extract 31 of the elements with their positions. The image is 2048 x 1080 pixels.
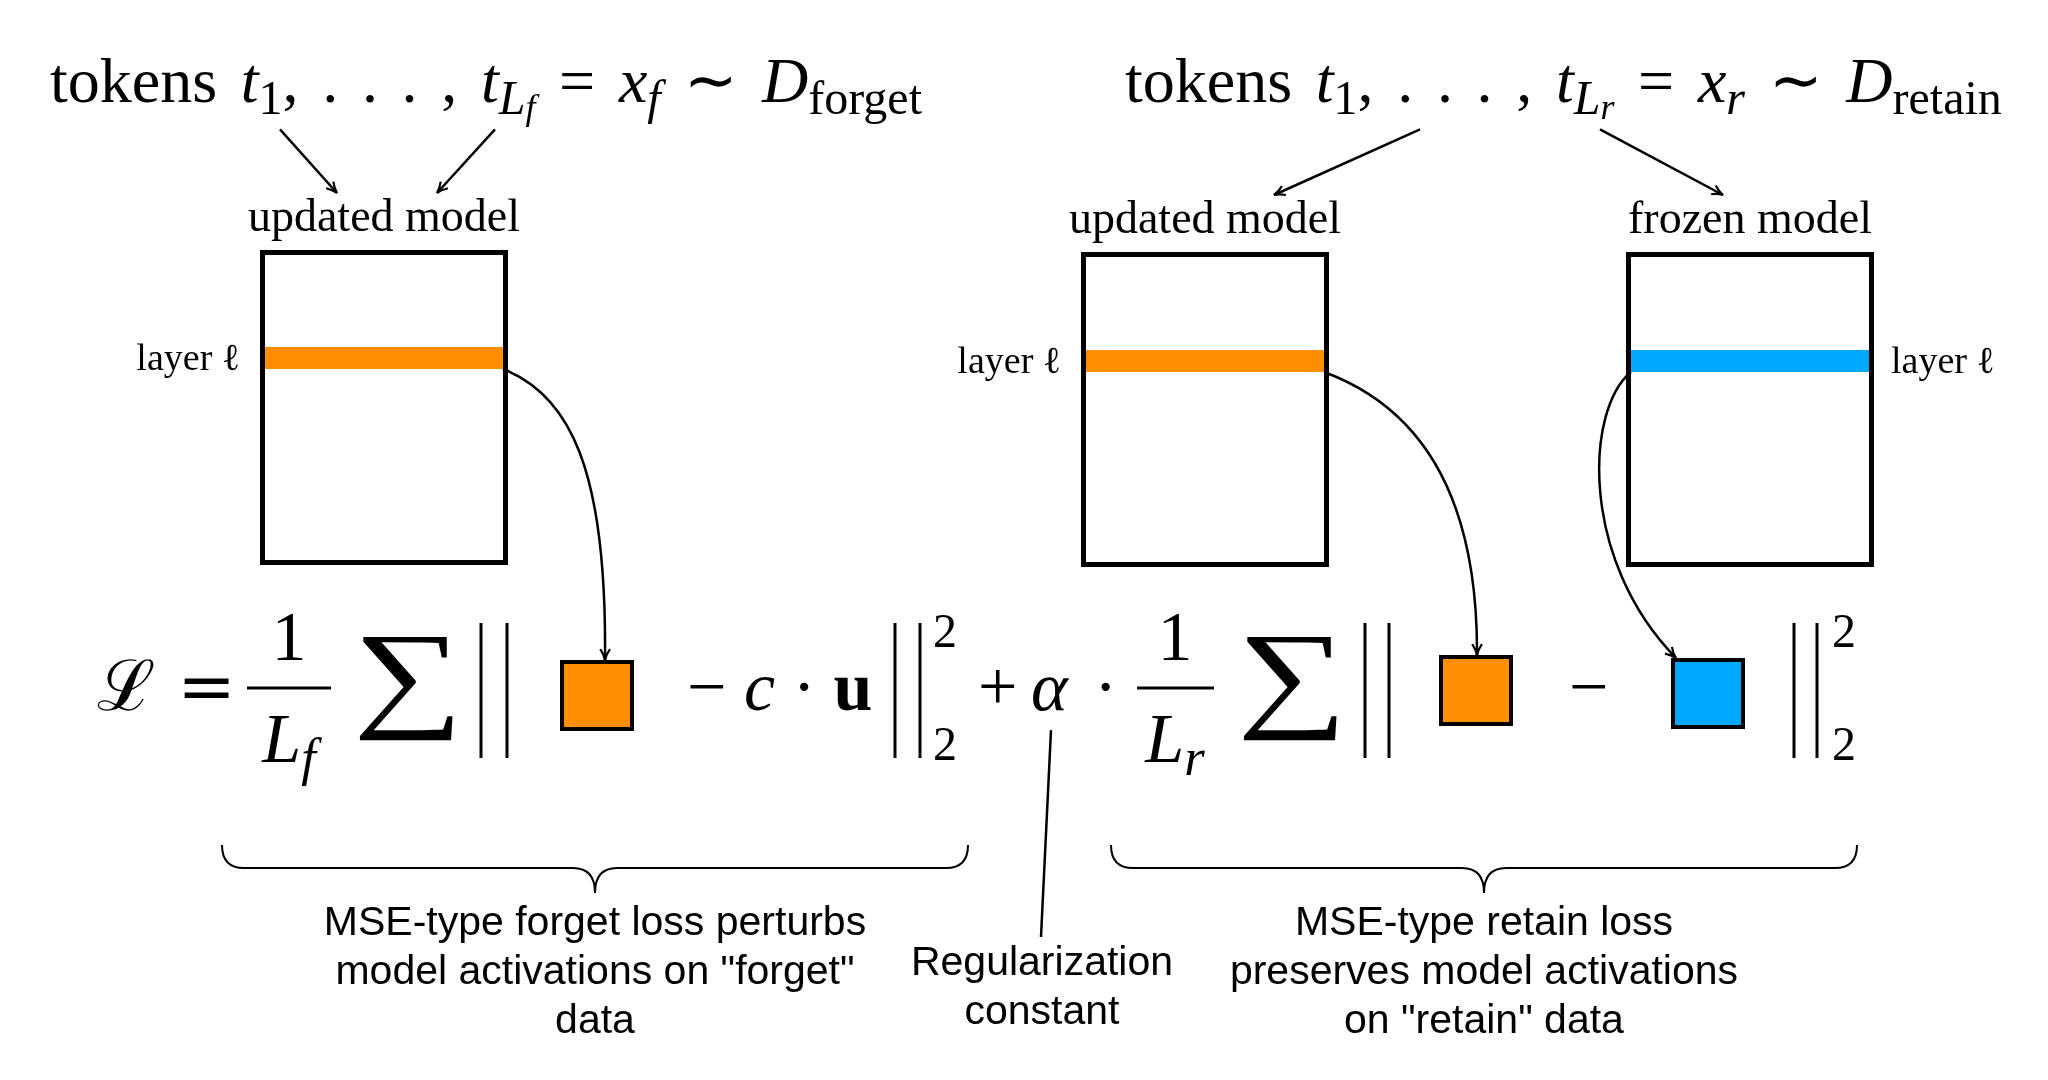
activation-square: [1671, 658, 1745, 729]
layer-label: layer ℓ: [1891, 338, 1995, 384]
sum-symbol: ∑: [353, 608, 464, 744]
model-label: updated model: [247, 193, 521, 239]
equation-term: − c · u: [687, 646, 873, 727]
alpha-symbol: α: [1031, 642, 1068, 731]
layer-label: layer ℓ: [957, 338, 1061, 384]
sum-symbol: ∑: [1237, 608, 1348, 744]
dot-operator: ·: [1094, 646, 1118, 727]
exponent: 2: [1832, 602, 1856, 659]
formula-text: tokens t$_{1}$, . . . , t$_{L}$$_{r}$ = x$_{r}$ ∼ D$_{retain}$: [1125, 33, 2002, 130]
activation-square: [1439, 655, 1513, 726]
layer-label: layer ℓ: [136, 335, 240, 381]
leader-line: [1039, 730, 1053, 938]
activation-square: [560, 660, 634, 731]
model-label: updated model: [1068, 195, 1342, 241]
norm-subscript: 2: [933, 715, 957, 772]
minus-sign: −: [1569, 646, 1609, 727]
formula-text: tokens t$_{1}$, . . . , t$_{L}$$_{f}$ = x$_{f}$ ∼ D$_{forget}$: [50, 33, 922, 130]
norm-subscript: 2: [1832, 715, 1856, 772]
model-label: frozen model: [1628, 195, 1872, 241]
plus-sign: +: [978, 646, 1018, 727]
fraction-numerator: 1: [271, 596, 307, 677]
loss-symbol: ℒ =: [97, 643, 236, 729]
fraction-denominator: L$_{r}$: [1143, 698, 1206, 788]
fraction-denominator: L$_{f}$: [255, 694, 323, 791]
caption: MSE-type retain loss preserves model activations on "retain" data: [1228, 897, 1740, 1045]
fraction-numerator: 1: [1157, 596, 1193, 677]
caption: MSE-type forget loss perturbs model activations on "forget" data: [322, 897, 868, 1045]
exponent: 2: [933, 602, 957, 659]
annotation-text: Regularization constant: [892, 937, 1192, 1036]
